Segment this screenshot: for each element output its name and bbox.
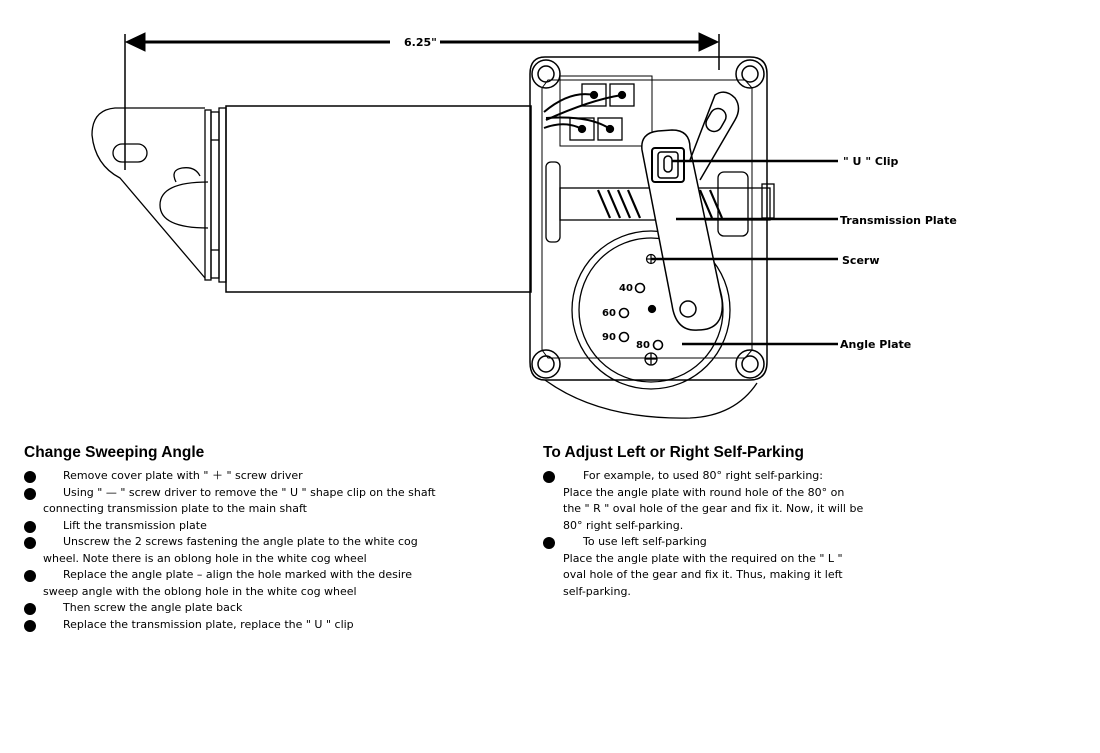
callout-transmission-plate: Transmission Plate [840,214,957,227]
bullet-dot [543,471,555,483]
wiper-motor-diagram: 6.25" [91,32,957,419]
parking-step: For example, to used 80° right self-park… [543,468,963,534]
hole-label-60: 60 [602,308,616,319]
step-text-continued: connecting transmission plate to the mai… [43,502,307,515]
step-text: Using " — " screw driver to remove the "… [63,485,436,499]
sweep-angle-title: Change Sweeping Angle [24,444,205,461]
self-parking-section: To Adjust Left or Right Self-Parking For… [543,444,963,600]
motor-end-dome [159,107,227,283]
angle-plate [571,230,731,390]
step-text-continued: self-parking. [563,584,631,598]
step-text-continued: wheel. Note there is an oblong hole in t… [43,551,367,565]
hole-label-80: 80 [636,340,650,351]
bullet-dot [24,570,36,582]
sweep-step: Using " — " screw driver to remove the "… [24,485,504,518]
callout-u-clip: " U " Clip [843,155,898,168]
callout-leaders [651,159,838,346]
sweep-step: Unscrew the 2 screws fastening the angle… [24,534,504,567]
hole-label-90: 90 [602,332,616,343]
terminal-block [543,75,653,147]
mounting-flange [91,107,206,279]
sweep-step: Remove cover plate with " ＋ " screw driv… [24,468,504,485]
motor-body [225,105,532,293]
step-text: Lift the transmission plate [63,518,207,532]
sweep-step: Replace the angle plate – align the hole… [24,567,504,600]
dimension-label: 6.25" [404,36,437,49]
callout-screw: Scerw [842,254,880,267]
step-text-continued: Place the angle plate with round hole of… [563,485,845,499]
step-text: Replace the angle plate – align the hole… [63,568,412,581]
sweep-step: Lift the transmission plate [24,518,504,535]
step-text: To use left self-parking [583,535,707,548]
bullet-dot [24,537,36,549]
self-parking-title: To Adjust Left or Right Self-Parking [543,444,804,461]
bullet-dot [543,537,555,549]
bullet-dot [24,603,36,615]
step-text: Replace the transmission plate, replace … [63,617,354,631]
step-text-continued: the " R " oval hole of the gear and fix … [563,502,864,515]
sweep-steps-list: Remove cover plate with " ＋ " screw driv… [24,468,504,633]
bullet-dot [24,487,36,500]
step-text: Then screw the angle plate back [63,601,243,614]
parking-steps-list: For example, to used 80° right self-park… [543,468,963,600]
bullet-dot [24,520,36,533]
sweep-step: Replace the transmission plate, replace … [24,617,504,634]
step-text: For example, to used 80° right self-park… [583,469,823,482]
step-text: Unscrew the 2 screws fastening the angle… [63,535,418,548]
gearbox-housing [529,56,768,419]
dimension-line [124,32,720,170]
step-text: Remove cover plate with " ＋ " screw driv… [63,469,303,482]
step-text-continued: 80° right self-parking. [563,518,684,532]
step-text-continued: oval hole of the gear and fix it. Thus, … [563,568,843,581]
step-text-continued: Place the angle plate with the required … [563,551,843,565]
sweep-angle-section: Change Sweeping Angle Remove cover plate… [24,444,504,633]
bullet-dot [24,619,36,632]
sweep-step: Then screw the angle plate back [24,600,504,617]
transmission-plate [641,91,740,331]
hole-label-40: 40 [619,283,633,294]
callout-angle-plate: Angle Plate [840,338,911,351]
bullet-dot [24,471,36,483]
step-text-continued: sweep angle with the oblong hole in the … [43,584,357,598]
